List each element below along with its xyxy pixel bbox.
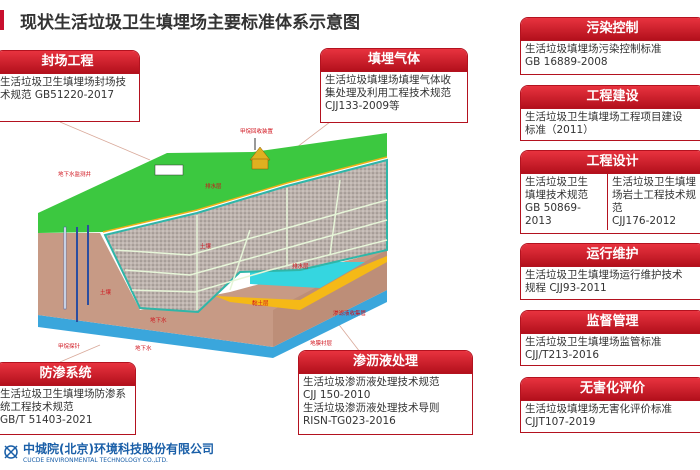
- card-pollution: 污染控制 生活垃圾填埋场污染控制标准 GB 16889-2008: [520, 17, 700, 75]
- label-groundwater-2: 地下水: [150, 316, 167, 324]
- green-cover: [38, 133, 387, 233]
- label-methane-device: 甲烷回收装置: [240, 127, 274, 135]
- card-operation: 运行维护 生活垃圾卫生填埋场运行维护技术 规程 CJJ93-2011: [520, 243, 700, 300]
- label-groundwater: 地下水: [135, 344, 152, 352]
- card-leachate: 渗沥液处理 生活垃圾渗沥液处理技术规范 CJJ 150-2010 生活垃圾渗沥液…: [298, 350, 473, 435]
- blue-base-layer: [38, 290, 387, 358]
- label-soil: 土壤: [200, 242, 212, 250]
- card-title: 工程设计: [521, 151, 700, 174]
- card-body: 生活垃圾填埋场填埋气体收 集处理及利用工程技术规范 CJJ133-2009等: [325, 74, 451, 112]
- card-body: 生活垃圾填埋场无害化评价标准 CJJT107-2019: [525, 403, 672, 428]
- card-body: 生活垃圾卫生填埋场监管标准 CJJ/T213-2016: [525, 336, 662, 361]
- card-gas: 填埋气体 生活垃圾填埋场填埋气体收 集处理及利用工程技术规范 CJJ133-20…: [320, 48, 468, 123]
- card-construction: 工程建设 生活垃圾卫生填埋场工程项目建设 标准（2011）: [520, 85, 700, 141]
- waste-cells: [114, 179, 388, 310]
- card-design: 工程设计 生活垃圾卫生 填埋技术规范 GB 50869- 2013 生活垃圾卫生…: [520, 150, 700, 234]
- monitoring-wells: [63, 225, 89, 322]
- label-drain-layer-2: 排水层: [292, 262, 309, 270]
- card-supervision: 监督管理 生活垃圾卫生填埋场监管标准 CJJ/T213-2016: [520, 310, 700, 366]
- logo-company-name-en: CUCDE ENVIRONMENTAL TECHNOLOGY CO.,LTD.: [23, 457, 168, 464]
- company-logo: 中城院(北京)环境科技股份有限公司 CUCDE ENVIRONMENTAL TE…: [2, 440, 214, 464]
- card-body: 生活垃圾渗沥液处理技术规范 CJJ 150-2010 生活垃圾渗沥液处理技术导则…: [303, 376, 440, 427]
- card-title: 运行维护: [521, 244, 700, 267]
- card-title: 防渗系统: [0, 363, 135, 386]
- card-title: 监督管理: [521, 311, 700, 334]
- card-seepage: 防渗系统 生活垃圾卫生填埋场防渗系 统工程技术规范 GB/T 51403-202…: [0, 362, 136, 435]
- logo-mark-icon: [4, 445, 18, 459]
- label-liner: 地膜衬层: [310, 339, 333, 347]
- card-title: 填埋气体: [321, 49, 467, 72]
- card-title: 封场工程: [0, 51, 139, 74]
- card-title: 渗沥液处理: [299, 351, 472, 374]
- card-title: 无害化评价: [521, 378, 700, 401]
- sign-board: [154, 164, 184, 176]
- card-title: 污染控制: [521, 18, 700, 41]
- card-closure: 封场工程 生活垃圾卫生填埋场封场技 术规范 GB51220-2017: [0, 50, 140, 122]
- label-methane-probe: 甲烷探针: [58, 342, 81, 350]
- methane-recovery-device: [249, 138, 271, 170]
- card-body-right: 生活垃圾卫生填埋 场岩土工程技术规 范 CJJ176-2012: [607, 174, 700, 230]
- title-accent-bar: [0, 10, 4, 30]
- card-title: 工程建设: [521, 86, 700, 109]
- card-body: 生活垃圾填埋场污染控制标准 GB 16889-2008: [525, 43, 662, 68]
- card-body: 生活垃圾卫生填埋场工程项目建设 标准（2011）: [525, 111, 683, 136]
- label-monitoring-well: 地下水监测井: [58, 170, 92, 178]
- label-leachate-pipe: 渗滤液收集管: [333, 309, 367, 317]
- card-body: 生活垃圾卫生填埋场运行维护技术 规程 CJJ93-2011: [525, 269, 683, 294]
- label-soil-2: 土壤: [100, 288, 112, 296]
- page-title: 现状生活垃圾卫生填埋场主要标准体系示意图: [20, 13, 360, 33]
- card-harmless: 无害化评价 生活垃圾填埋场无害化评价标准 CJJT107-2019: [520, 377, 700, 433]
- card-body-left: 生活垃圾卫生 填埋技术规范 GB 50869- 2013: [525, 176, 588, 227]
- label-drain-layer: 排水层: [205, 182, 222, 190]
- card-body: 生活垃圾卫生填埋场防渗系 统工程技术规范 GB/T 51403-2021: [0, 388, 126, 426]
- label-clay: 黏土层: [252, 299, 269, 307]
- logo-company-name-cn: 中城院(北京)环境科技股份有限公司: [23, 442, 214, 456]
- card-body: 生活垃圾卫生填埋场封场技 术规范 GB51220-2017: [0, 76, 126, 101]
